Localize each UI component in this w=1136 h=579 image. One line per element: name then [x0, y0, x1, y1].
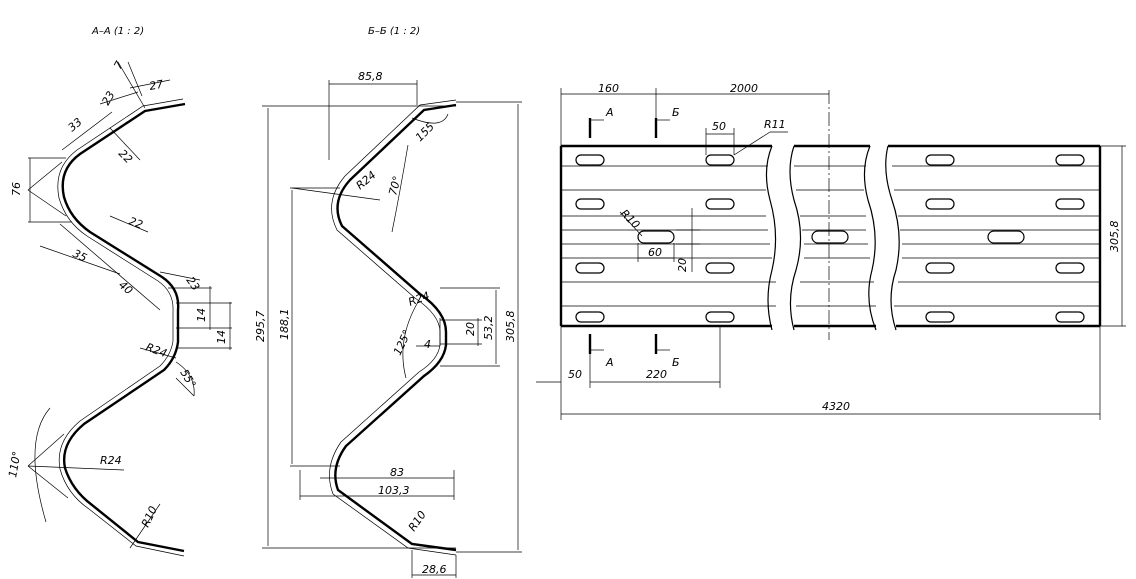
dim-label: 55°: [177, 367, 198, 390]
section-a-a-view: А–А (1 : 2) 7 27 2: [6, 26, 232, 557]
dim-label: 155: [413, 120, 437, 144]
dim-label: 295,7: [254, 311, 267, 343]
dim-label: 14: [195, 308, 208, 322]
dim-label: 85,8: [358, 70, 383, 83]
section-a-title: А–А (1 : 2): [91, 26, 144, 37]
dim-label: 188,1: [278, 309, 291, 341]
dim-label: R10: [618, 207, 642, 231]
dim-label: 83: [390, 466, 404, 479]
dim-label: R11: [764, 118, 786, 131]
dim-label: R24: [407, 289, 432, 309]
dim-label: 22: [116, 147, 135, 166]
dim-label: R10: [139, 504, 160, 529]
dim-label: 2000: [730, 82, 758, 95]
section-a-profile-inner: [57, 98, 185, 557]
dim-label: 103,3: [378, 484, 410, 497]
dim-label: R24: [100, 454, 122, 467]
dim-label: 20: [676, 258, 689, 272]
break-line: [863, 145, 877, 331]
dim-label: 160: [598, 82, 619, 95]
dim-label: 7: [111, 59, 126, 72]
section-marker-label: А: [605, 356, 614, 369]
dim-label: 76: [10, 182, 23, 196]
dim-label: 70°: [386, 175, 404, 197]
dim-label: 4320: [822, 400, 850, 413]
dim-label: 50: [568, 368, 582, 381]
dim-label: 125°: [391, 328, 414, 358]
section-b-profile-outer: [334, 103, 457, 552]
dim-label: 27: [148, 78, 164, 93]
dim-label: 14: [215, 330, 228, 344]
dim-label: 20: [464, 322, 477, 336]
break-line: [885, 145, 900, 331]
dim-label: R24: [144, 341, 169, 361]
section-marker-label: Б: [672, 356, 680, 369]
dim-label: 22: [127, 215, 145, 232]
dim-label: 28,6: [422, 563, 447, 576]
section-marker-label: А: [605, 106, 614, 119]
dim-label: R10: [406, 509, 429, 534]
dim-label: 35: [71, 247, 89, 265]
break-line: [765, 145, 777, 331]
dim-label: 305,8: [1108, 221, 1121, 253]
dim-label: 220: [646, 368, 667, 381]
dim-label: 305,8: [504, 311, 517, 343]
dim-label: 4: [424, 338, 431, 351]
dim-label: 23: [99, 89, 117, 108]
mounting-slots: [575, 154, 1085, 323]
dim-label: 40: [116, 278, 135, 297]
section-b-b-view: Б–Б (1 : 2) 85,8: [254, 26, 522, 578]
plan-view: 160 2000 А Б 50 R11 R10 60 20 305,8 50 А…: [536, 82, 1126, 420]
section-b-title: Б–Б (1 : 2): [368, 26, 420, 37]
dim-label: 50: [712, 120, 726, 133]
dim-label: 60: [648, 246, 662, 259]
dim-label: 53,2: [482, 316, 495, 341]
dim-label: 33: [66, 115, 85, 134]
break-line: [789, 145, 802, 331]
section-a-profile-outer: [61, 102, 186, 553]
dim-label: 110°: [6, 450, 23, 478]
section-marker-label: Б: [672, 106, 680, 119]
